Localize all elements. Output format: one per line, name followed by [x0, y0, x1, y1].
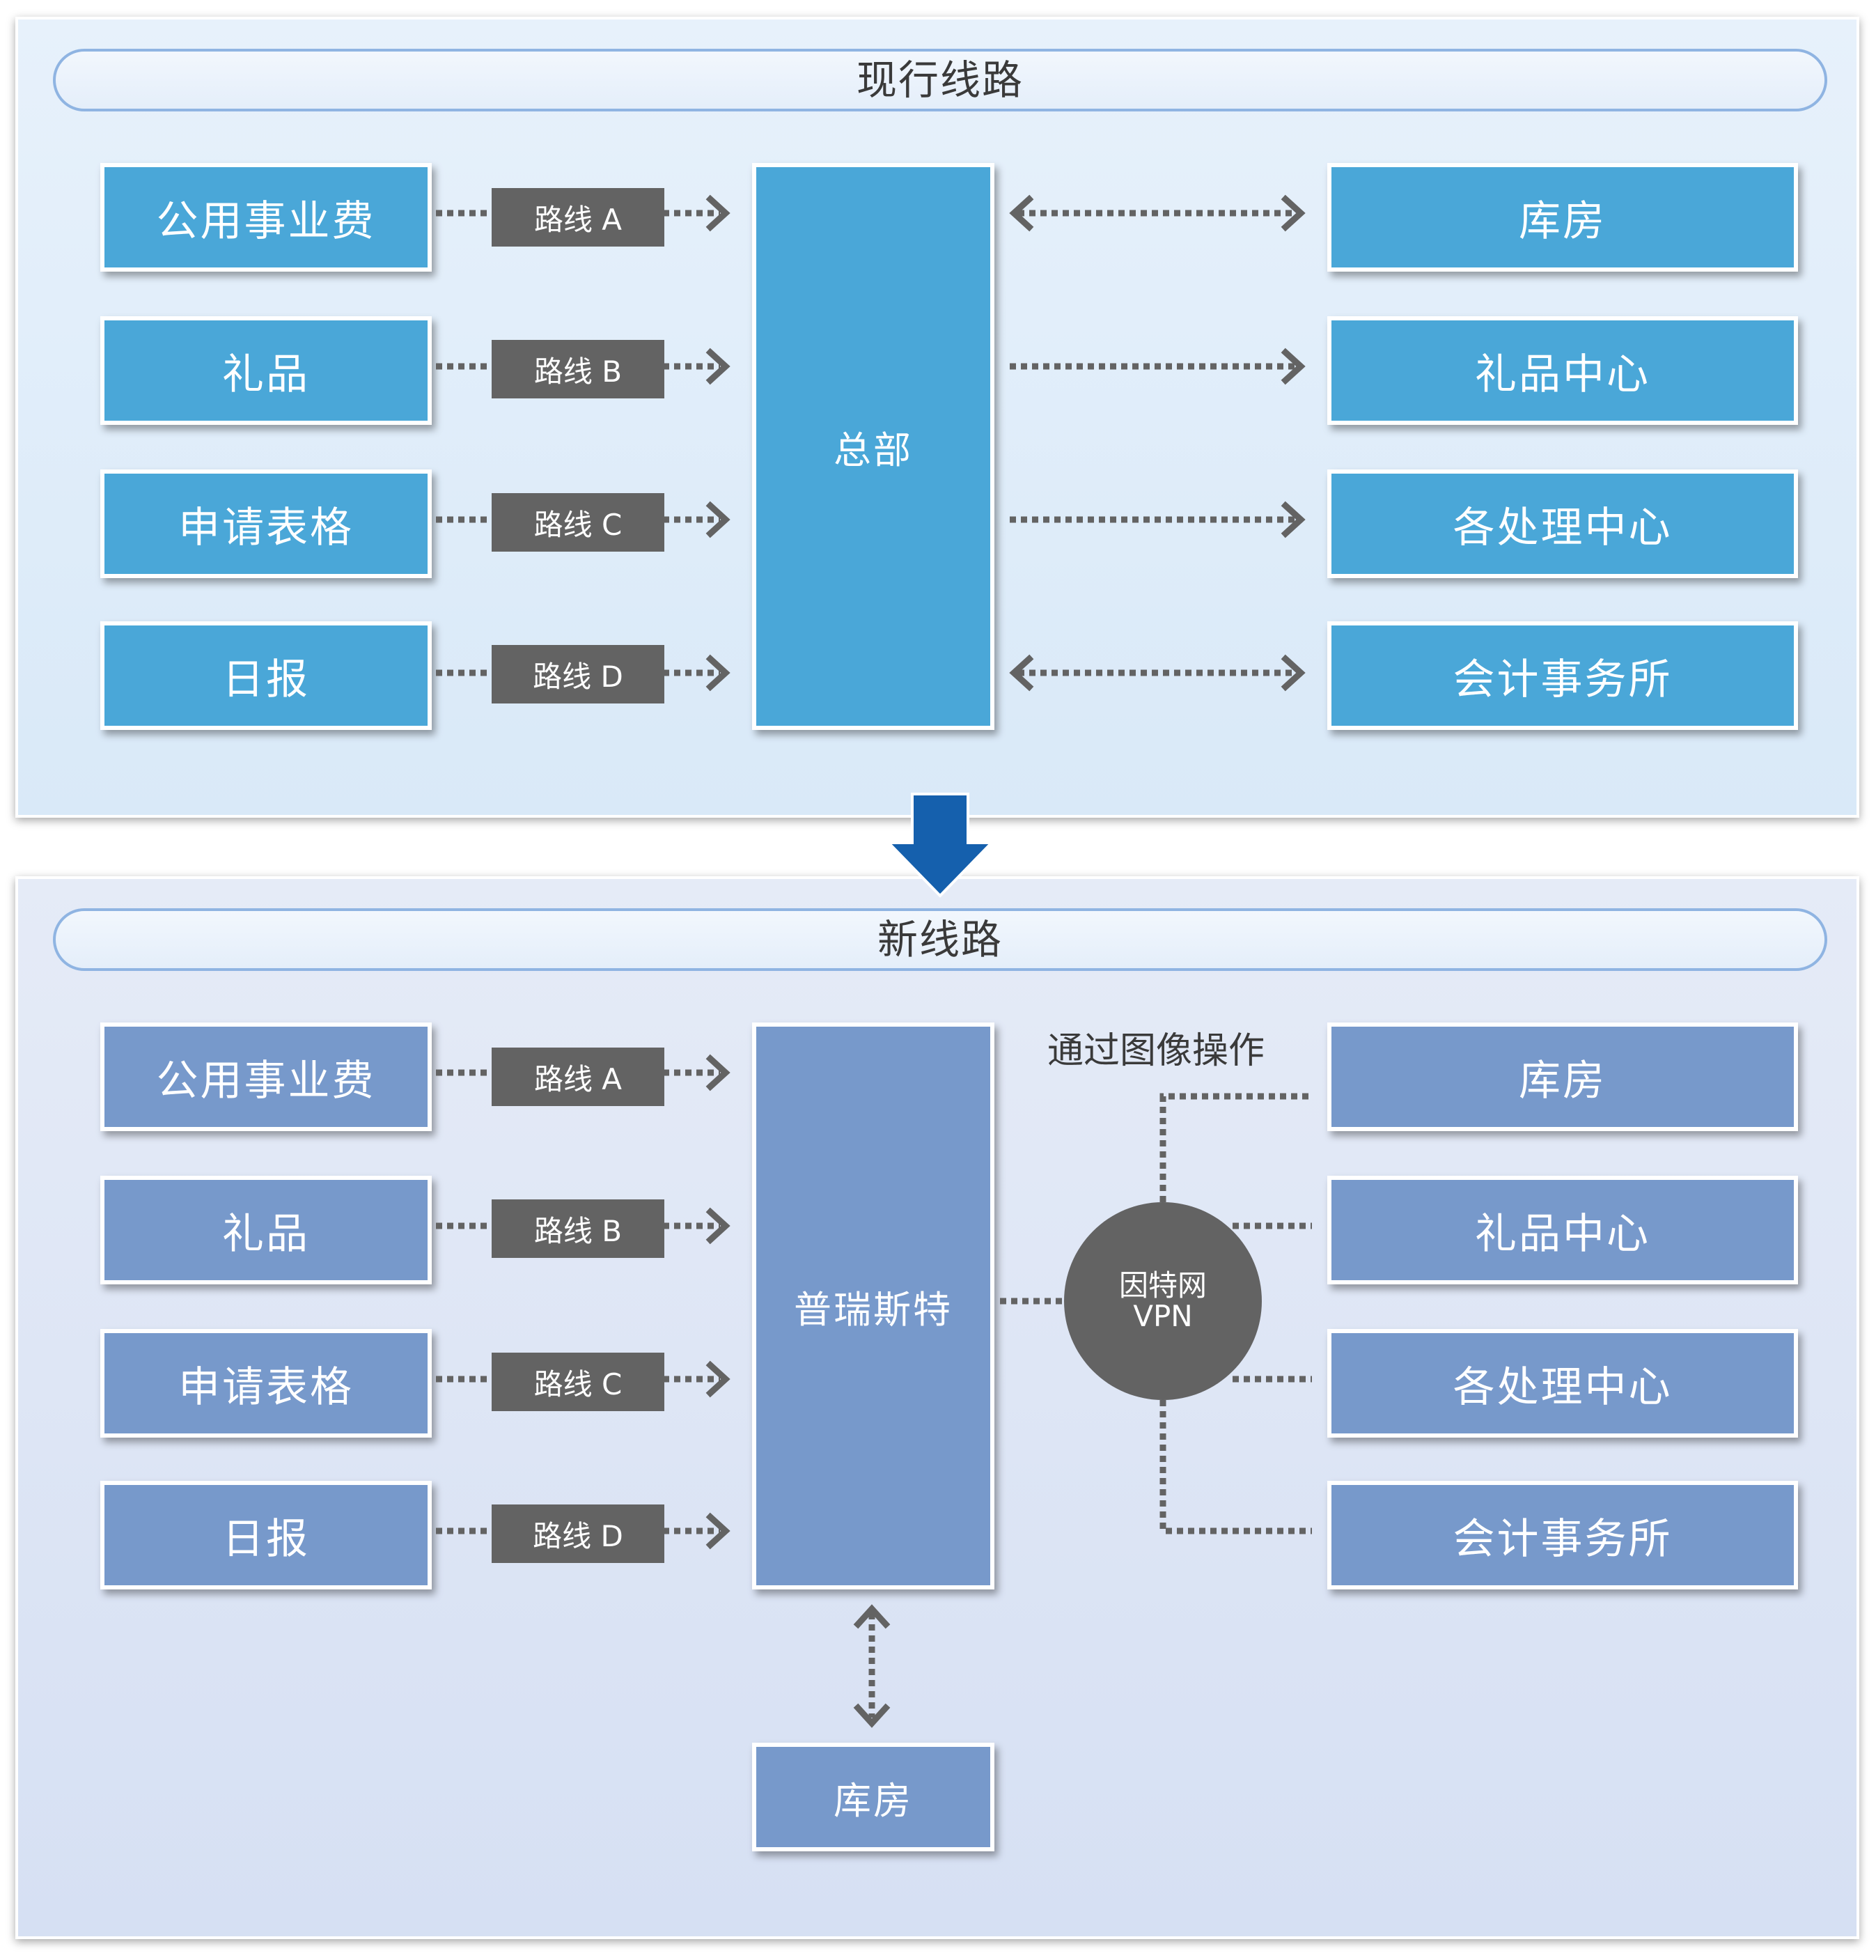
- source-gifts: 礼品: [100, 316, 432, 425]
- new-dest-warehouse: 库房: [1327, 1022, 1798, 1131]
- new-routes-title: 新线路: [53, 908, 1827, 971]
- new-dest-accounting-firm: 会计事务所: [1327, 1481, 1798, 1589]
- new-source-utility-fees: 公用事业费: [100, 1022, 432, 1131]
- new-source-gifts: 礼品: [100, 1176, 432, 1284]
- headquarters-box: 总部: [752, 163, 994, 730]
- new-route-a-label: 路线 A: [492, 1048, 664, 1106]
- dest-processing-centers: 各处理中心: [1327, 469, 1798, 578]
- new-dest-processing-centers: 各处理中心: [1327, 1329, 1798, 1438]
- source-application-forms: 申请表格: [100, 469, 432, 578]
- dest-gift-center: 礼品中心: [1327, 316, 1798, 425]
- internet-vpn-node: 因特网 VPN: [1064, 1202, 1262, 1400]
- new-route-d-label: 路线 D: [492, 1504, 664, 1563]
- route-a-label: 路线 A: [492, 188, 664, 247]
- dest-warehouse: 库房: [1327, 163, 1798, 272]
- image-operation-note: 通过图像操作: [1047, 1030, 1265, 1072]
- route-b-label: 路线 B: [492, 340, 664, 398]
- vpn-label-line1: 因特网: [1118, 1268, 1207, 1302]
- bottom-warehouse-box: 库房: [752, 1743, 994, 1851]
- new-route-c-label: 路线 C: [492, 1353, 664, 1411]
- new-routes-panel: 新线路 公用事业费 礼品 申请表格 日报 路线 A 路线 B 路线 C 路线 D…: [15, 876, 1859, 1939]
- source-utility-fees: 公用事业费: [100, 163, 432, 272]
- dest-accounting-firm: 会计事务所: [1327, 621, 1798, 730]
- dotted-connectors: [436, 210, 1312, 1718]
- current-routes-panel: 现行线路 公用事业费 礼品 申请表格 日报 路线 A 路线 B 路线 C 路线 …: [15, 17, 1859, 818]
- current-routes-title: 现行线路: [53, 49, 1827, 111]
- transition-down-arrow-icon: [885, 793, 995, 898]
- new-route-b-label: 路线 B: [492, 1199, 664, 1258]
- new-source-daily-report: 日报: [100, 1481, 432, 1589]
- route-d-label: 路线 D: [492, 645, 664, 703]
- new-source-application-forms: 申请表格: [100, 1329, 432, 1438]
- arrow-heads: [705, 194, 1306, 1728]
- source-daily-report: 日报: [100, 621, 432, 730]
- vpn-label-line2: VPN: [1133, 1299, 1193, 1333]
- route-c-label: 路线 C: [492, 493, 664, 552]
- new-dest-gift-center: 礼品中心: [1327, 1176, 1798, 1284]
- prest-hub-box: 普瑞斯特: [752, 1022, 994, 1589]
